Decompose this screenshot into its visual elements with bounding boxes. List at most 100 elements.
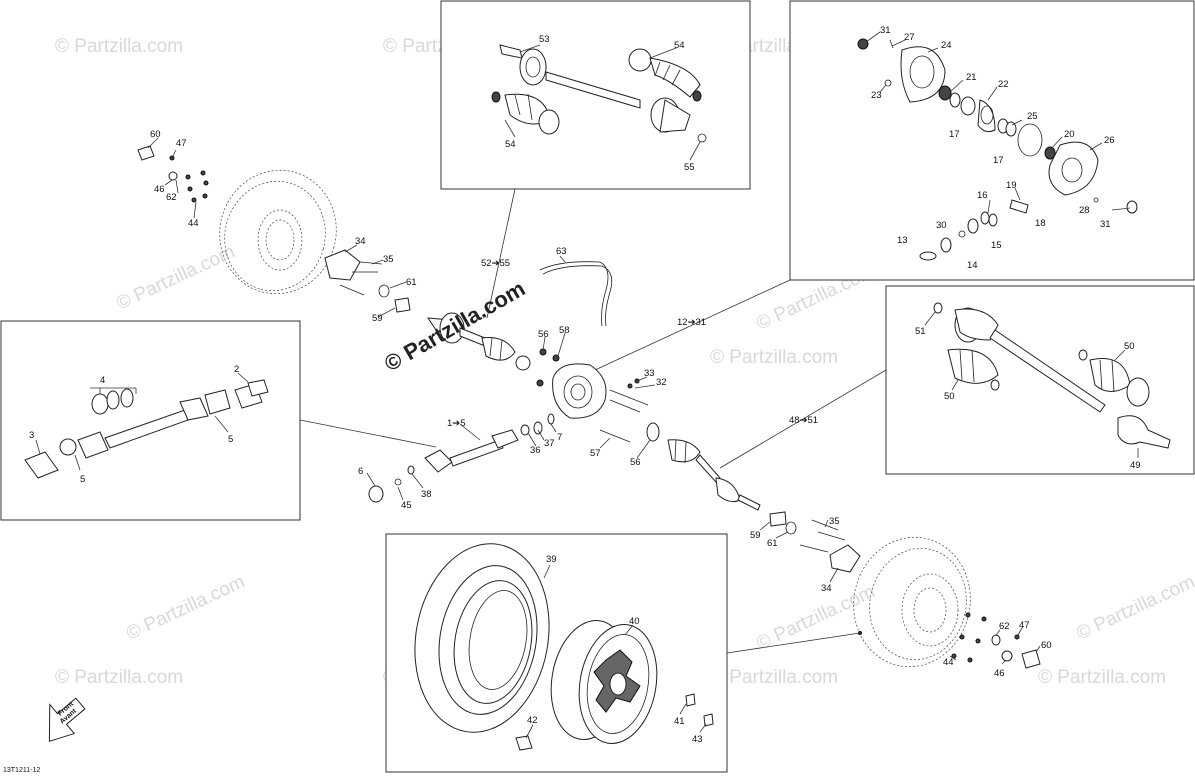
callout-27[interactable]: 27 <box>904 32 915 43</box>
callout-4[interactable]: 4 <box>100 375 105 386</box>
callout-25[interactable]: 25 <box>1027 111 1038 122</box>
watermark-text: © Partzilla.com <box>113 241 238 314</box>
callout-57[interactable]: 57 <box>590 448 601 459</box>
callout-45[interactable]: 45 <box>401 500 412 511</box>
callout-3[interactable]: 3 <box>29 430 34 441</box>
callout-34[interactable]: 34 <box>355 236 366 247</box>
callout-50[interactable]: 50 <box>1124 341 1135 352</box>
watermark-text: © Partzilla.com <box>1038 667 1166 688</box>
right-hub-hardware <box>769 511 861 573</box>
callout-47[interactable]: 47 <box>176 138 187 149</box>
callout-37[interactable]: 37 <box>544 438 555 449</box>
callout-31[interactable]: 31 <box>1100 219 1111 230</box>
callout-7[interactable]: 7 <box>557 432 562 443</box>
callout-49[interactable]: 49 <box>1130 460 1141 471</box>
callout-2[interactable]: 2 <box>234 364 239 375</box>
callout-58[interactable]: 58 <box>559 325 570 336</box>
left-hardware <box>137 145 411 313</box>
callout-61[interactable]: 61 <box>767 538 778 549</box>
tire-39 <box>414 543 550 733</box>
partzilla-watermark-main: © Partzilla.com <box>380 276 529 377</box>
callout-26[interactable]: 26 <box>1104 135 1115 146</box>
callout-61[interactable]: 61 <box>406 277 417 288</box>
callout-31[interactable]: 31 <box>880 25 891 36</box>
callout-5[interactable]: 5 <box>228 434 233 445</box>
callout-53[interactable]: 53 <box>539 34 550 45</box>
callout-62[interactable]: 62 <box>999 621 1010 632</box>
watermark-text: © Partzilla.com <box>710 347 838 368</box>
callout-33[interactable]: 33 <box>644 368 655 379</box>
callout-59[interactable]: 59 <box>750 530 761 541</box>
callout-43[interactable]: 43 <box>692 734 703 745</box>
callout-54[interactable]: 54 <box>505 139 516 150</box>
callout-63[interactable]: 63 <box>556 246 567 257</box>
watermark-text: © Partzilla.com <box>123 571 248 644</box>
callout-13[interactable]: 13 <box>897 235 908 246</box>
callout-35[interactable]: 35 <box>829 516 840 527</box>
axle-shaft-assembly-top <box>491 44 707 143</box>
callout-32[interactable]: 32 <box>656 377 667 388</box>
callout-17[interactable]: 17 <box>949 129 960 140</box>
callout-46[interactable]: 46 <box>994 668 1005 679</box>
callout-24[interactable]: 24 <box>941 40 952 51</box>
callout-19[interactable]: 19 <box>1006 180 1017 191</box>
callout-5[interactable]: 5 <box>80 474 85 485</box>
callout-17[interactable]: 17 <box>993 155 1004 166</box>
inset-box-right-axle <box>885 285 1195 475</box>
callout-15[interactable]: 15 <box>991 240 1002 251</box>
callout-44[interactable]: 44 <box>188 218 199 229</box>
callout-39[interactable]: 39 <box>546 554 557 565</box>
callout-51[interactable]: 51 <box>915 326 926 337</box>
callout-62[interactable]: 62 <box>166 192 177 203</box>
callout-6[interactable]: 6 <box>358 466 363 477</box>
driveshaft-exploded <box>24 379 269 479</box>
watermark-text: © Partzilla.com <box>55 36 183 57</box>
callout-56[interactable]: 56 <box>538 329 549 340</box>
callout-23[interactable]: 23 <box>871 90 882 101</box>
callout-12-31[interactable]: 12➔31 <box>677 317 706 328</box>
callout-47[interactable]: 47 <box>1019 620 1030 631</box>
callout-60[interactable]: 60 <box>150 129 161 140</box>
center-leaders <box>366 255 656 501</box>
callout-56[interactable]: 56 <box>630 457 641 468</box>
callout-41[interactable]: 41 <box>674 716 685 727</box>
mount-bolts <box>599 378 649 443</box>
front-direction-arrow: Front Avant <box>48 697 86 743</box>
callout-20[interactable]: 20 <box>1064 129 1075 140</box>
inset-box-differential <box>789 0 1195 281</box>
differential-exploded <box>857 38 1138 261</box>
breather-tube <box>539 261 613 327</box>
callout-52-55[interactable]: 52➔55 <box>481 258 510 269</box>
callout-55[interactable]: 55 <box>684 162 695 173</box>
callout-16[interactable]: 16 <box>977 190 988 201</box>
callout-44[interactable]: 44 <box>943 657 954 668</box>
callout-60[interactable]: 60 <box>1041 640 1052 651</box>
callout-36[interactable]: 36 <box>530 445 541 456</box>
callout-34[interactable]: 34 <box>821 583 832 594</box>
watermark-text: © Partzilla.com <box>710 667 838 688</box>
callout-50[interactable]: 50 <box>944 391 955 402</box>
callout-1-5[interactable]: 1➔5 <box>447 418 466 429</box>
callout-59[interactable]: 59 <box>372 313 383 324</box>
callout-38[interactable]: 38 <box>421 489 432 500</box>
differential-housing <box>536 348 607 419</box>
callout-18[interactable]: 18 <box>1035 218 1046 229</box>
callout-30[interactable]: 30 <box>936 220 947 231</box>
leaders-diff <box>865 31 1131 214</box>
callout-46[interactable]: 46 <box>154 184 165 195</box>
callout-48-51[interactable]: 48➔51 <box>789 415 818 426</box>
callout-54[interactable]: 54 <box>674 40 685 51</box>
callout-35[interactable]: 35 <box>383 254 394 265</box>
callout-42[interactable]: 42 <box>527 715 538 726</box>
figure-code: 13T1211-12 <box>3 767 40 774</box>
callout-14[interactable]: 14 <box>967 260 978 271</box>
callout-21[interactable]: 21 <box>966 72 977 83</box>
callout-40[interactable]: 40 <box>629 616 640 627</box>
callout-28[interactable]: 28 <box>1079 205 1090 216</box>
callout-22[interactable]: 22 <box>998 79 1009 90</box>
leaders-right <box>759 519 1041 665</box>
left-tire <box>219 169 337 295</box>
left-axle-shaft <box>427 312 531 371</box>
